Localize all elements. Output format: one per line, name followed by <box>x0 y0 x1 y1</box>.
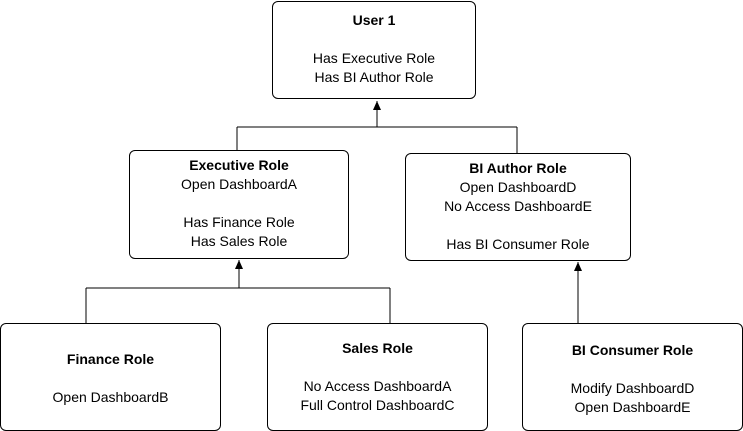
node-bi-consumer-role-title: BI Consumer Role <box>571 342 694 358</box>
node-bi-consumer-role-line: Open DashboardE <box>574 399 691 415</box>
node-executive-role-line: Open DashboardA <box>181 176 297 192</box>
node-executive-role-line: Has Finance Role <box>183 214 295 230</box>
node-sales-role: Sales Role No Access DashboardA Full Con… <box>267 323 488 431</box>
node-finance-role-title: Finance Role <box>66 351 155 367</box>
node-executive-role: Executive Role Open DashboardA Has Finan… <box>129 150 349 259</box>
node-sales-role-title: Sales Role <box>342 340 413 356</box>
node-user1-line: Has Executive Role <box>312 50 436 66</box>
node-bi-author-role: BI Author Role Open DashboardD No Access… <box>405 153 631 261</box>
node-finance-role: Finance Role Open DashboardB <box>0 323 221 431</box>
node-bi-author-role-line: No Access DashboardE <box>444 198 592 214</box>
arrowhead-executive <box>235 260 243 269</box>
node-sales-role-line: Full Control DashboardC <box>300 397 455 413</box>
node-user1-line: Has BI Author Role <box>314 69 434 85</box>
node-bi-consumer-role-line: Modify DashboardD <box>570 380 695 396</box>
arrowhead-bi-author <box>574 262 582 271</box>
node-user1-title: User 1 <box>352 12 396 28</box>
node-finance-role-line: Open DashboardB <box>52 389 169 405</box>
node-bi-consumer-role: BI Consumer Role Modify DashboardD Open … <box>522 323 743 431</box>
node-executive-role-line: Has Sales Role <box>190 233 288 249</box>
arrowhead-user1 <box>373 101 381 110</box>
node-user1: User 1 Has Executive Role Has BI Author … <box>272 1 476 99</box>
node-executive-role-title: Executive Role <box>189 157 289 173</box>
node-bi-author-role-title: BI Author Role <box>469 160 567 176</box>
node-bi-author-role-line: Has BI Consumer Role <box>446 236 590 252</box>
node-sales-role-line: No Access DashboardA <box>303 378 452 394</box>
node-bi-author-role-line: Open DashboardD <box>459 179 577 195</box>
